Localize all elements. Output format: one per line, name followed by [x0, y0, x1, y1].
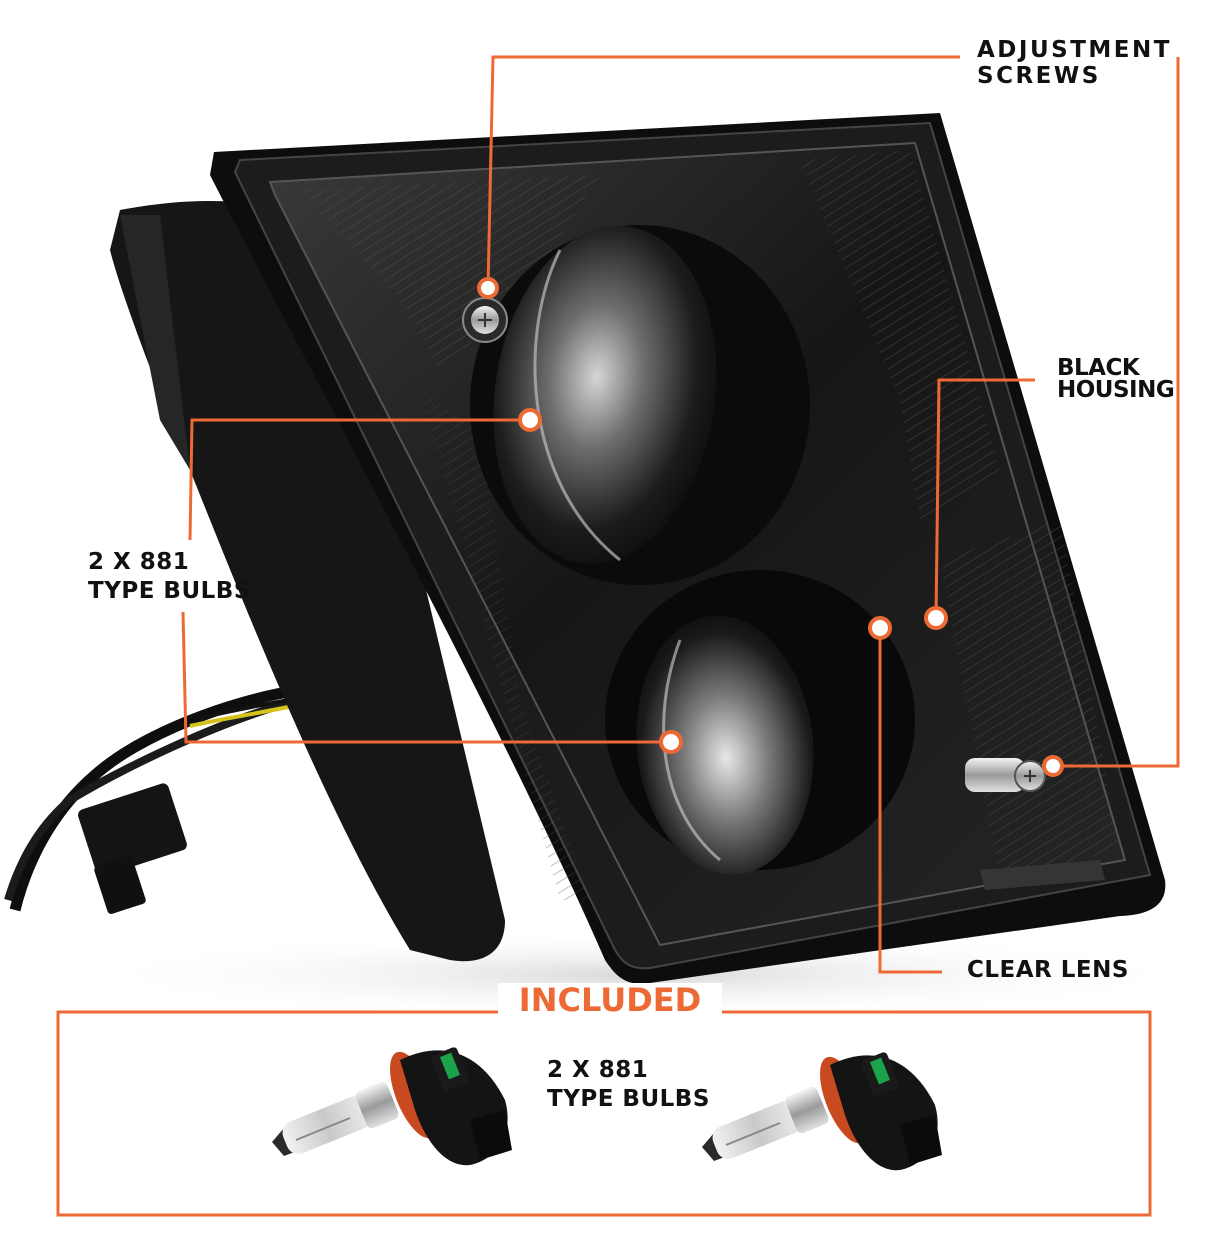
callout-lines [181, 55, 1180, 974]
label-type-bulbs-line2: TYPE BULBS [88, 577, 251, 604]
lower-adjustment-screw [965, 758, 1046, 792]
included-bulb-right [702, 1052, 942, 1171]
callout-markers [477, 277, 1064, 777]
lower-reflector [605, 570, 915, 875]
included-box-frame [56, 1010, 1152, 1217]
label-black-housing: BLACK HOUSING [1057, 355, 1175, 403]
label-adjustment-screws: ADJUSTMENT SCREWS [977, 37, 1172, 90]
marker-adjustment-screw-lower [1042, 755, 1064, 777]
included-title: INCLUDED [498, 982, 722, 1019]
upper-reflector [470, 225, 810, 585]
included-item-line2: TYPE BULBS [547, 1085, 710, 1112]
label-adjustment-screws-line1: ADJUSTMENT [977, 37, 1172, 63]
label-type-bulbs-line1: 2 X 881 [88, 549, 190, 575]
marker-bulb-upper [518, 408, 542, 432]
marker-bulb-lower [659, 730, 683, 754]
included-bulb-left [272, 1047, 512, 1166]
rear-housing [110, 200, 505, 962]
included-item-label: 2 X 881 TYPE BULBS [547, 1056, 710, 1114]
upper-adjustment-screw [462, 297, 508, 343]
marker-black-housing [924, 606, 948, 630]
label-adjustment-screws-line2: SCREWS [977, 62, 1101, 89]
included-item-line1: 2 X 881 [547, 1057, 649, 1083]
label-clear-lens: CLEAR LENS [967, 957, 1129, 983]
label-black-housing-line2: HOUSING [1057, 376, 1175, 403]
wire-connector [78, 783, 187, 877]
wiring-harness [4, 684, 301, 914]
label-type-bulbs: 2 X 881 TYPE BULBS [88, 548, 251, 606]
marker-adjustment-screw-upper [477, 277, 499, 299]
marker-clear-lens [868, 616, 892, 640]
label-black-housing-line1: BLACK [1057, 355, 1140, 381]
